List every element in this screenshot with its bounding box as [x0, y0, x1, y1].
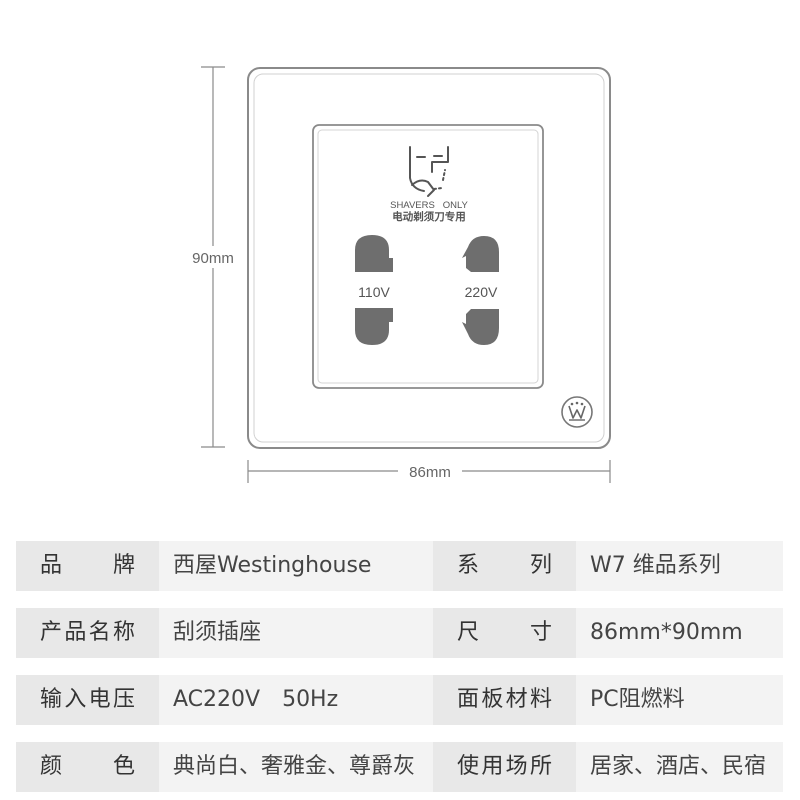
spec-value: 86mm*90mm — [576, 608, 783, 658]
spec-row-color: 颜 色 典尚白、奢雅金、尊爵灰 使用场所 居家、酒店、民宿 — [16, 742, 783, 792]
voltage-label-220v: 220V — [465, 284, 498, 300]
shaver-face-icon — [409, 146, 449, 197]
socket-110v-bottom — [355, 308, 393, 345]
voltage-label-110v: 110V — [358, 284, 390, 300]
socket-module-inner-edge — [317, 129, 539, 384]
socket-module — [312, 124, 544, 389]
spec-label: 系 列 — [433, 541, 576, 591]
width-label: 86mm — [409, 464, 451, 481]
spec-label: 产品名称 — [16, 608, 159, 658]
spec-value: PC阻燃料 — [576, 675, 783, 725]
socket-dimension-diagram: 90mm 86mm SHAVERS ONLY 电动剃须刀专用 110V 220V — [192, 66, 611, 483]
width-dimension — [247, 460, 611, 483]
outer-plate-inner-edge — [253, 73, 605, 443]
socket-110v-top — [355, 235, 393, 272]
spec-label: 颜 色 — [16, 742, 159, 792]
spec-value: 西屋Westinghouse — [159, 541, 433, 591]
spec-row-voltage: 输入电压 AC220V 50Hz 面板材料 PC阻燃料 — [16, 675, 783, 725]
socket-220v-top — [462, 236, 499, 272]
socket-220v-bottom — [462, 309, 499, 345]
spec-value: W7 维品系列 — [576, 541, 783, 591]
spec-label: 输入电压 — [16, 675, 159, 725]
spec-row-brand: 品 牌 西屋Westinghouse 系 列 W7 维品系列 — [16, 541, 783, 591]
spec-label: 面板材料 — [433, 675, 576, 725]
spec-value: 居家、酒店、民宿 — [576, 742, 783, 792]
spec-row-product-name: 产品名称 刮须插座 尺 寸 86mm*90mm — [16, 608, 783, 658]
spec-label: 使用场所 — [433, 742, 576, 792]
spec-label: 品 牌 — [16, 541, 159, 591]
spec-value: 刮须插座 — [159, 608, 433, 658]
spec-value: 典尚白、奢雅金、尊爵灰 — [159, 742, 433, 792]
height-label: 90mm — [192, 250, 234, 267]
shaver-only-chinese-label: 电动剃须刀专用 — [392, 210, 466, 223]
spec-label: 尺 寸 — [433, 608, 576, 658]
spec-value: AC220V 50Hz — [159, 675, 433, 725]
shavers-only-label: SHAVERS ONLY — [390, 200, 468, 211]
westinghouse-logo-icon — [561, 396, 593, 428]
